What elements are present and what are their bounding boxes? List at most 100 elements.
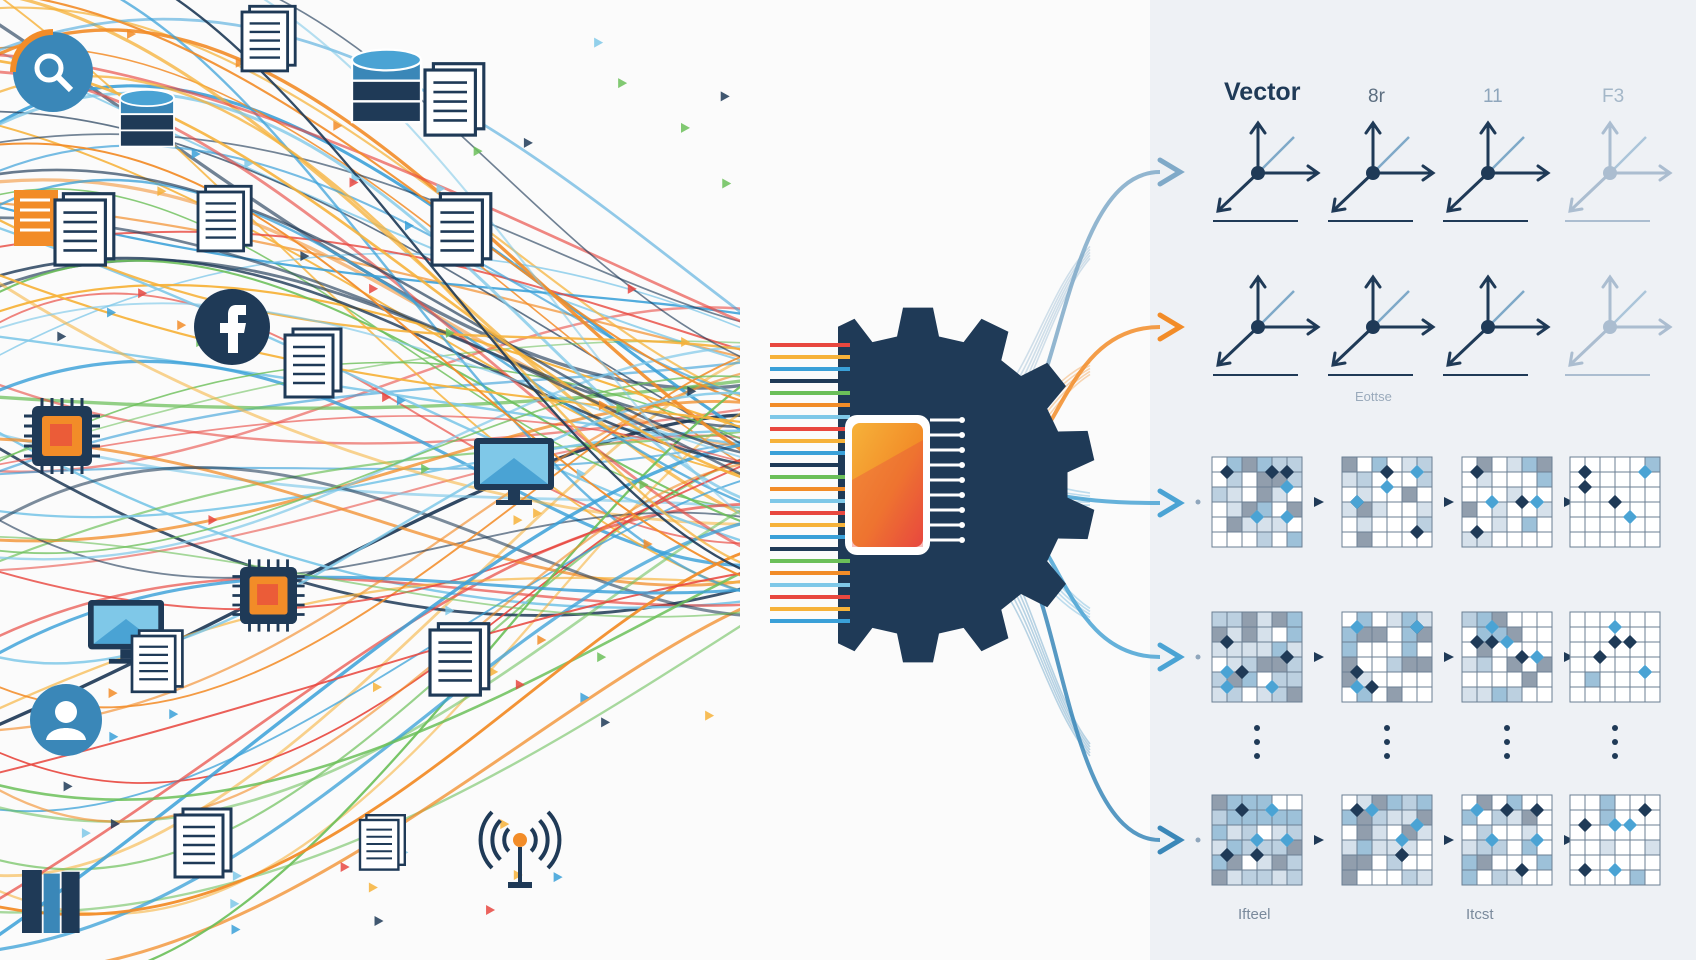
ellipsis-dot — [1384, 739, 1390, 745]
orange-document-icon — [14, 190, 58, 246]
book-icon — [22, 870, 80, 933]
ellipsis-dot — [1384, 725, 1390, 731]
source-icons — [10, 4, 562, 933]
document-stack-icon — [358, 813, 407, 871]
matrix-grid — [1341, 794, 1433, 886]
stream-arrowhead — [349, 177, 359, 188]
stream-arrowhead — [553, 872, 563, 883]
data-stream-line — [0, 400, 837, 543]
data-stream-line — [0, 415, 836, 493]
chip-icon — [232, 559, 305, 632]
stream-arrowhead — [445, 605, 455, 616]
data-stream-line — [0, 206, 837, 332]
database-icon — [119, 88, 175, 148]
footer-label-1: Ifteel — [1238, 906, 1271, 923]
stream-arrowhead — [720, 91, 730, 102]
stream-arrowhead — [396, 395, 406, 406]
server-icon — [350, 48, 423, 124]
stream-arrowhead — [57, 331, 67, 342]
ellipsis-dot — [1612, 725, 1618, 731]
column-header-3: F3 — [1602, 86, 1625, 107]
stream-arrowhead — [300, 251, 310, 262]
document-stack-icon — [430, 192, 493, 267]
axis-vector-icon — [1328, 120, 1436, 222]
stream-arrowhead — [382, 392, 392, 403]
stream-arrowhead — [722, 178, 732, 189]
footer-label-2: Itcst — [1466, 906, 1494, 923]
stream-arrowhead — [108, 688, 118, 699]
chip-icon — [24, 398, 100, 474]
data-stream-line — [0, 70, 837, 579]
stream-arrowhead — [368, 882, 378, 893]
column-header-2: 11 — [1483, 86, 1503, 107]
stream-arrowhead — [537, 634, 547, 645]
stream-arrowhead — [594, 37, 604, 48]
stream-arrowhead — [157, 186, 167, 197]
data-stream-line — [0, 302, 836, 483]
stream-arrowhead — [687, 386, 697, 397]
facebook-icon — [194, 289, 270, 365]
data-stream-line — [0, 337, 837, 878]
stream-arrowhead — [372, 682, 382, 693]
axis-vector-icon — [1328, 274, 1436, 376]
axis-vector-icon — [1565, 120, 1673, 222]
document-stack-icon — [173, 807, 233, 879]
data-stream-line — [0, 168, 837, 460]
stream-arrowhead — [81, 828, 91, 839]
document-stack-icon — [423, 62, 486, 137]
matrix-grid — [1341, 456, 1433, 548]
stream-arrowhead — [127, 29, 137, 40]
stream-arrowhead — [681, 336, 691, 347]
stream-arrowhead — [110, 818, 120, 829]
data-stream-line — [0, 53, 837, 360]
data-stream-line — [0, 511, 836, 579]
stream-arrowhead — [533, 508, 543, 519]
stream-arrowhead — [369, 283, 379, 294]
ellipsis-dot — [1504, 725, 1510, 731]
vector-title: Vector — [1224, 78, 1301, 106]
stream-arrowhead — [374, 915, 384, 926]
axis-vector-icon — [1443, 120, 1551, 222]
chip-pin-end — [959, 537, 965, 543]
stream-arrowhead — [231, 924, 241, 935]
matrix-grid — [1341, 611, 1433, 703]
ellipsis-dot — [1384, 753, 1390, 759]
data-stream-line — [0, 75, 837, 577]
document-stack-icon — [53, 192, 116, 267]
matrix-grid — [1211, 611, 1303, 703]
column-header-1: 8r — [1368, 86, 1385, 107]
data-stream-line — [0, 508, 837, 951]
stream-arrowhead — [63, 781, 73, 792]
stream-arrowhead — [244, 158, 254, 169]
chip-pin-end — [959, 507, 965, 513]
data-stream-line — [0, 536, 837, 916]
ellipsis-dot — [1254, 739, 1260, 745]
matrix-grid — [1211, 794, 1303, 886]
ellipsis-dot — [1504, 739, 1510, 745]
stream-arrowhead — [191, 149, 201, 160]
stream-arrowhead — [643, 538, 653, 549]
stream-arrowhead — [235, 57, 245, 68]
output-arrow-head — [1157, 488, 1185, 518]
stream-arrowhead — [232, 870, 242, 881]
matrix-grid — [1461, 794, 1553, 886]
matrix-grid — [1461, 456, 1553, 548]
axis-vector-icon — [1443, 274, 1551, 376]
chip-pin-end — [959, 492, 965, 498]
data-stream-line — [0, 433, 837, 522]
grid-lead-dot — [1195, 837, 1201, 843]
stream-arrowhead — [340, 861, 350, 872]
stream-arrowhead — [107, 307, 117, 318]
matrix-grid — [1569, 611, 1661, 703]
data-stream-line — [0, 437, 837, 937]
data-stream-line — [0, 306, 837, 473]
antenna-icon — [478, 810, 562, 888]
stream-arrowhead — [169, 709, 179, 720]
user-icon — [30, 684, 102, 756]
document-icon — [240, 4, 297, 73]
data-stream-line — [0, 462, 836, 813]
data-stream-line — [0, 359, 837, 568]
data-stream-line — [147, 328, 837, 960]
